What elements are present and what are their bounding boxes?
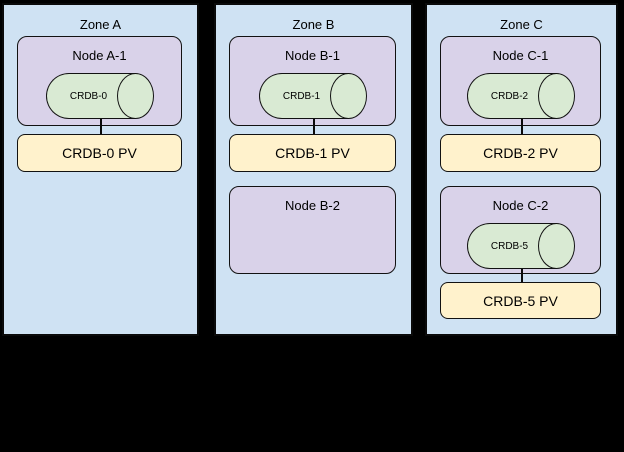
node-b-1-box: Node B-1 CRDB-1 bbox=[229, 36, 396, 126]
crdb-5-pod-cylinder: CRDB-5 bbox=[466, 223, 575, 269]
zone-a-title: Zone A bbox=[79, 17, 122, 32]
node-c-2-label: Node C-2 bbox=[492, 198, 549, 213]
node-b-2-label: Node B-2 bbox=[285, 198, 340, 213]
connector-crdb-2-to-pv bbox=[520, 119, 523, 135]
crdb-5-pod-label: CRDB-5 bbox=[490, 240, 529, 252]
node-a-1-box: Node A-1 CRDB-0 bbox=[17, 36, 182, 126]
zone-a-panel: Zone A Node A-1 CRDB-0 CRDB-0 PV bbox=[2, 3, 199, 336]
zone-b-panel: Zone B Node B-1 CRDB-1 CRDB-1 PV Node B-… bbox=[214, 3, 413, 336]
crdb-1-pv-box: CRDB-1 PV bbox=[229, 134, 396, 172]
crdb-2-pod-label: CRDB-2 bbox=[490, 90, 529, 102]
crdb-0-pod-label: CRDB-0 bbox=[69, 90, 108, 102]
cylinder-end-cap bbox=[537, 73, 575, 119]
node-b-1-label: Node B-1 bbox=[285, 48, 340, 63]
node-c-1-box: Node C-1 CRDB-2 bbox=[440, 36, 601, 126]
connector-crdb-1-to-pv bbox=[312, 119, 315, 135]
crdb-5-pv-label: CRDB-5 PV bbox=[483, 292, 558, 309]
zone-b-title: Zone B bbox=[292, 17, 335, 32]
cylinder-end-cap bbox=[329, 73, 367, 119]
crdb-0-pod-cylinder: CRDB-0 bbox=[45, 73, 154, 119]
crdb-1-pod-cylinder: CRDB-1 bbox=[258, 73, 367, 119]
crdb-1-pod-label: CRDB-1 bbox=[282, 90, 321, 102]
crdb-0-pv-box: CRDB-0 PV bbox=[17, 134, 182, 172]
zone-c-panel: Zone C Node C-1 CRDB-2 CRDB-2 PV Node C-… bbox=[425, 3, 618, 336]
node-a-1-label: Node A-1 bbox=[72, 48, 127, 63]
crdb-2-pv-label: CRDB-2 PV bbox=[483, 145, 558, 161]
crdb-5-pv-box: CRDB-5 PV bbox=[440, 282, 601, 319]
node-b-2-box: Node B-2 bbox=[229, 186, 396, 274]
connector-crdb-0-to-pv bbox=[99, 119, 102, 135]
node-c-2-box: Node C-2 CRDB-5 bbox=[440, 186, 601, 274]
connector-crdb-5-to-pv bbox=[520, 269, 523, 283]
crdb-2-pv-box: CRDB-2 PV bbox=[440, 134, 601, 172]
crdb-2-pod-cylinder: CRDB-2 bbox=[466, 73, 575, 119]
crdb-0-pv-label: CRDB-0 PV bbox=[62, 145, 137, 161]
node-c-1-label: Node C-1 bbox=[492, 48, 549, 63]
cylinder-end-cap bbox=[537, 223, 575, 269]
zone-c-title: Zone C bbox=[500, 17, 543, 32]
crdb-1-pv-label: CRDB-1 PV bbox=[275, 145, 350, 161]
cylinder-end-cap bbox=[116, 73, 154, 119]
